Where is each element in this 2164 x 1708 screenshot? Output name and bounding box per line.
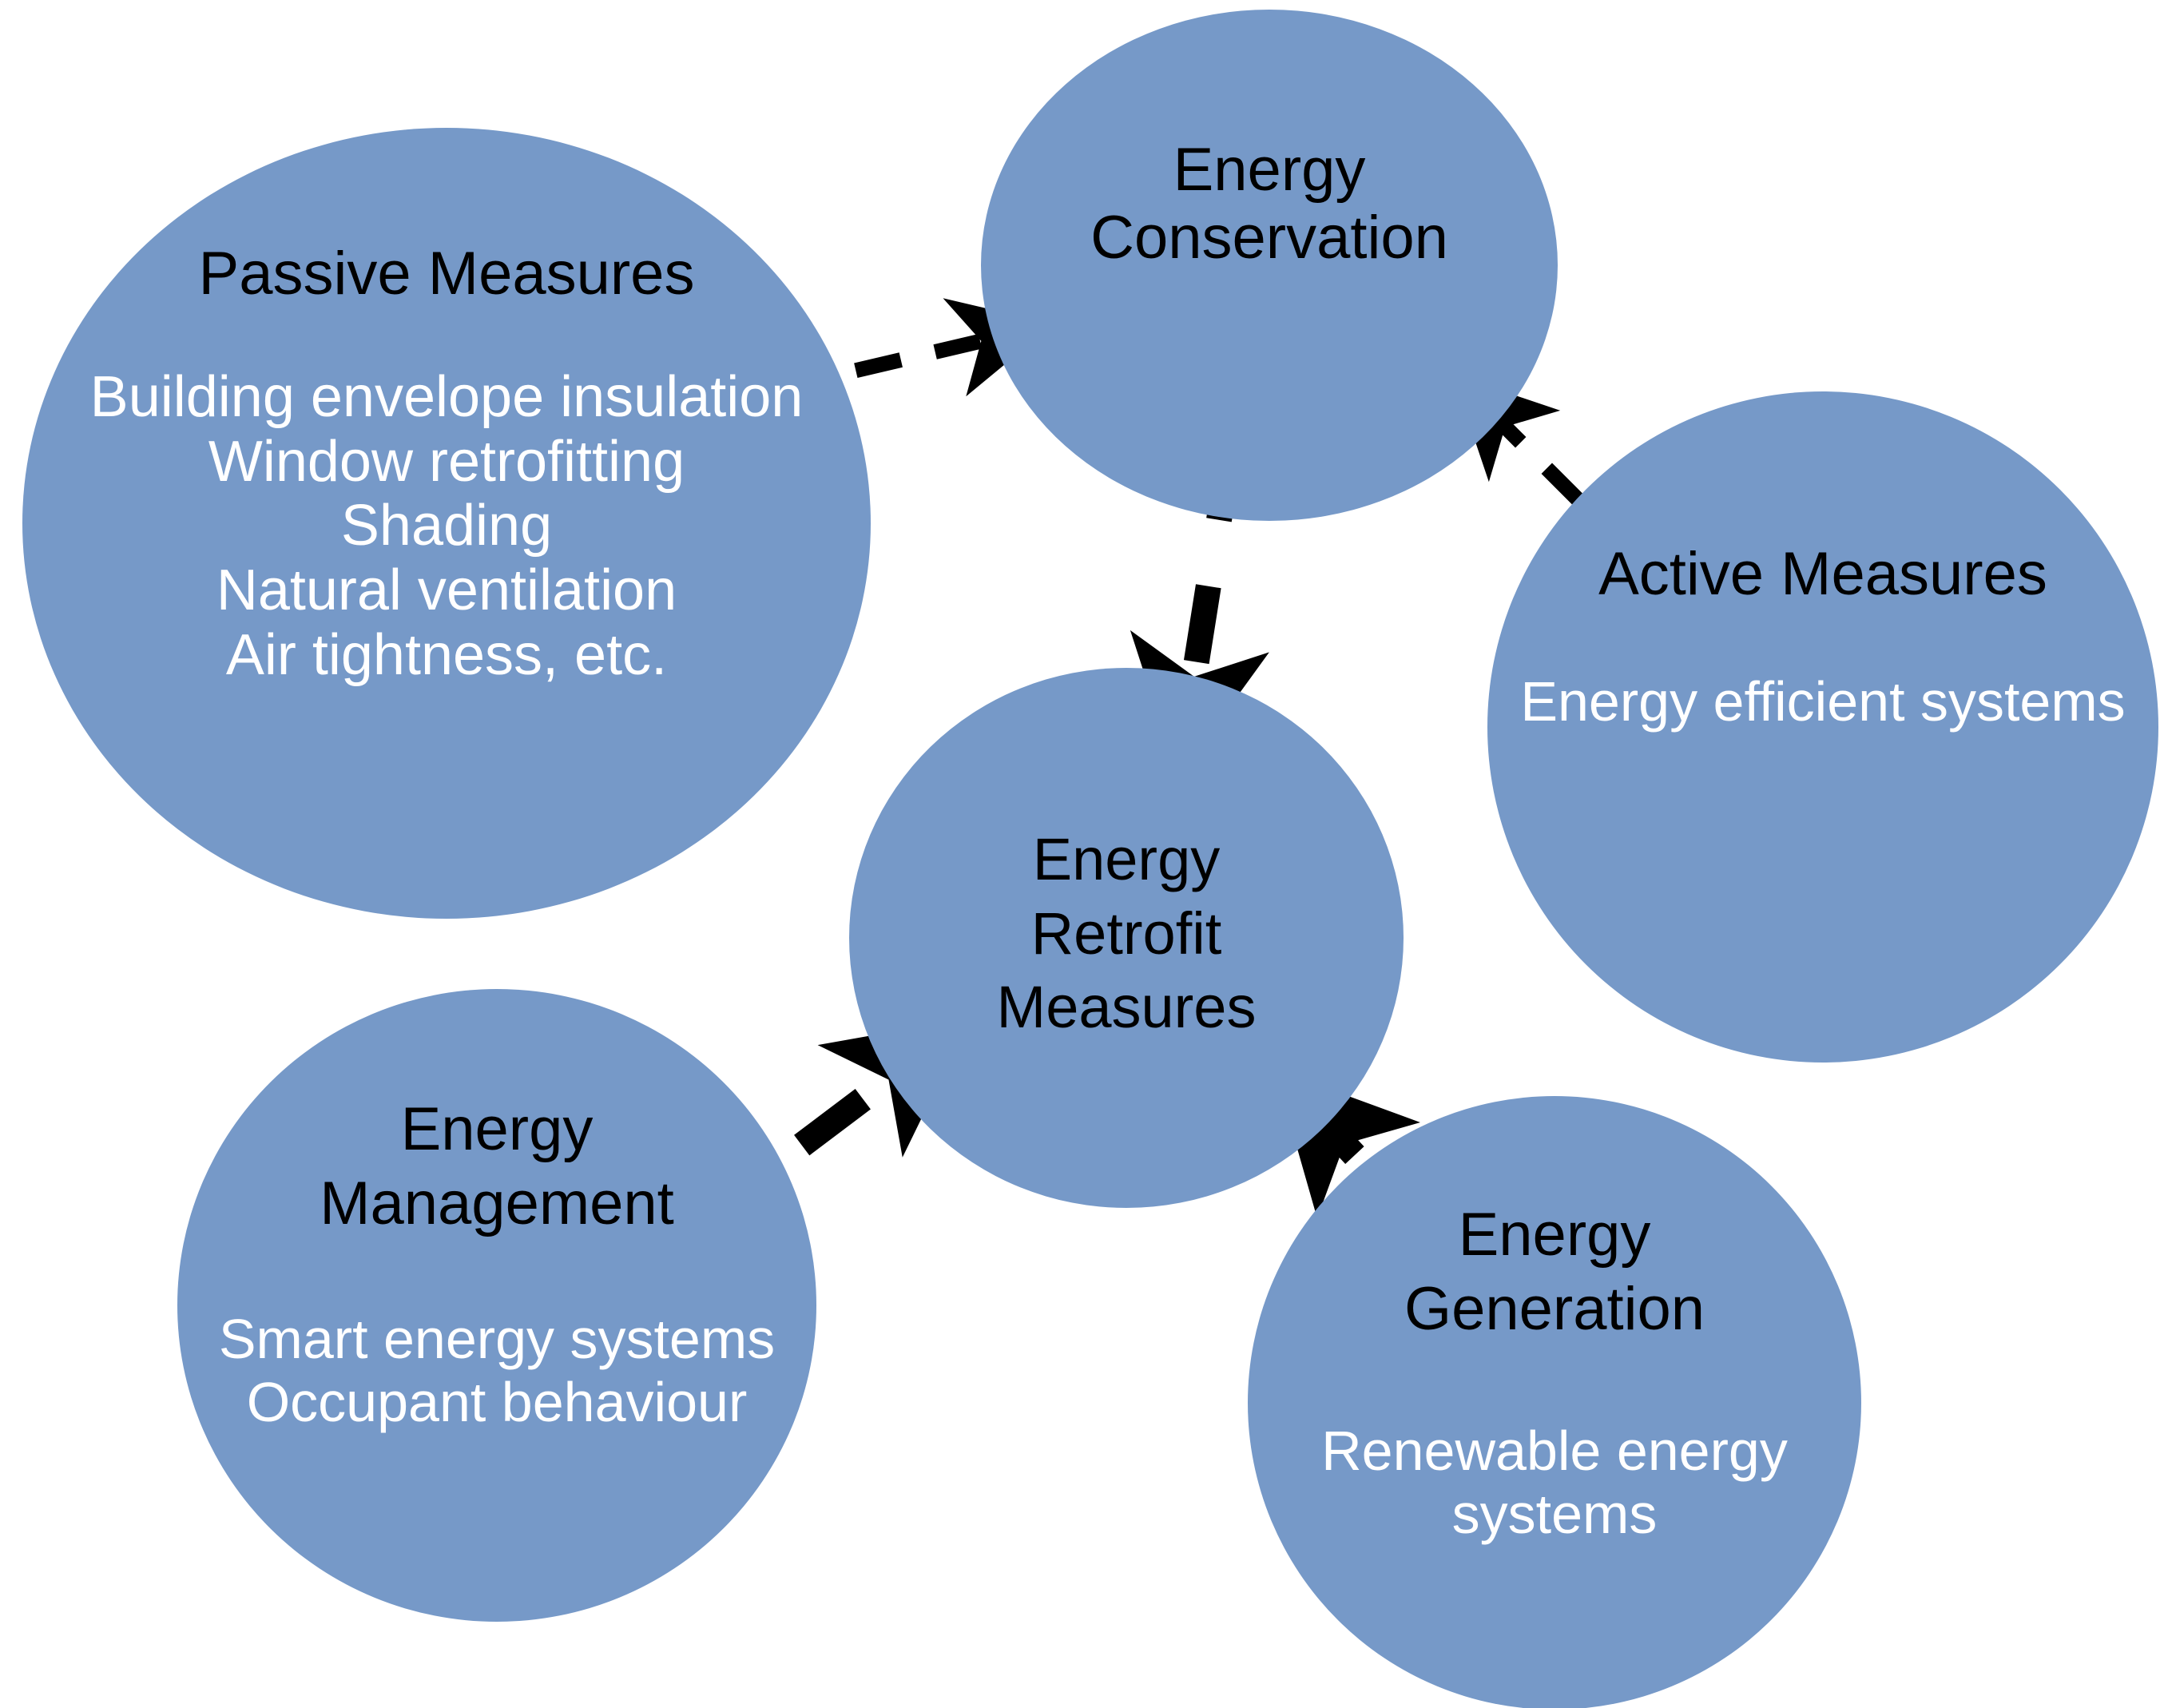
node-energy-management[interactable]: Energy Management Smart energy systems O…: [177, 989, 816, 1622]
node-energy-retrofit-measures-title: Energy Retrofit Measures: [996, 826, 1257, 1041]
node-energy-generation-body: Renewable energy systems: [1321, 1420, 1788, 1545]
node-energy-conservation-title: Energy Conservation: [1090, 136, 1448, 272]
node-active-measures[interactable]: Active Measures Energy efficient systems: [1487, 391, 2158, 1063]
node-passive-measures-body: Building envelope insulation Window retr…: [89, 365, 804, 687]
node-active-measures-body: Energy efficient systems: [1520, 670, 2126, 733]
node-energy-management-body: Smart energy systems Occupant behaviour: [218, 1308, 776, 1433]
node-energy-generation-title: Energy Generation: [1404, 1201, 1705, 1343]
node-passive-measures-title: Passive Measures: [198, 240, 695, 308]
node-energy-retrofit-measures[interactable]: Energy Retrofit Measures: [849, 668, 1404, 1208]
node-active-measures-title: Active Measures: [1598, 540, 2047, 608]
node-energy-conservation[interactable]: Energy Conservation: [981, 10, 1558, 521]
node-energy-management-title: Energy Management: [320, 1095, 674, 1237]
node-passive-measures[interactable]: Passive Measures Building envelope insul…: [22, 128, 871, 919]
node-energy-generation[interactable]: Energy Generation Renewable energy syste…: [1248, 1096, 1861, 1708]
